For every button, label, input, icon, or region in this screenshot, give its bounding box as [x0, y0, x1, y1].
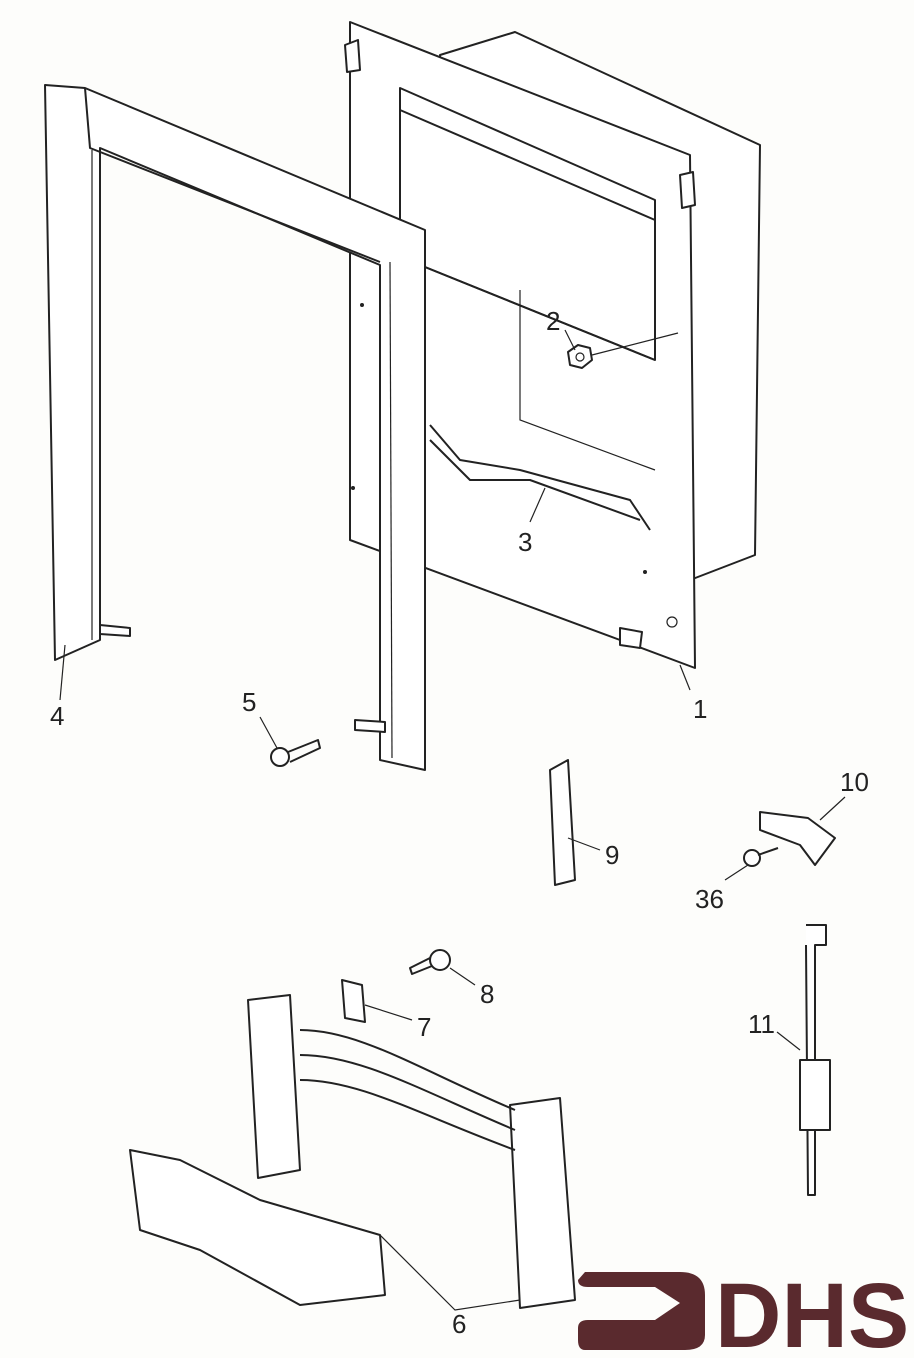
label-part-2: 2	[546, 306, 560, 336]
label-part-3: 3	[518, 527, 532, 557]
label-part-1: 1	[693, 694, 707, 724]
part-1-firebox	[344, 21, 761, 669]
label-part-6: 6	[452, 1309, 466, 1339]
part-4-frame	[44, 84, 426, 771]
label-part-10: 10	[840, 767, 869, 797]
part-2-nut	[567, 332, 679, 369]
label-part-36: 36	[695, 884, 724, 914]
part-6-fret	[129, 994, 576, 1311]
part-9-bracket	[549, 759, 576, 886]
part-7-clip	[341, 979, 366, 1023]
part-10-bracket	[759, 811, 836, 866]
part-11-rod	[799, 924, 831, 1196]
label-part-8: 8	[480, 979, 494, 1009]
label-part-5: 5	[242, 687, 256, 717]
part-8-screw	[409, 949, 451, 975]
dhs-logo: DHS	[578, 1265, 909, 1358]
part-5-screw	[270, 739, 321, 767]
label-part-9: 9	[605, 840, 619, 870]
label-part-11: 11	[748, 1009, 775, 1039]
leader-lines	[59, 329, 846, 1051]
label-part-7: 7	[417, 1012, 431, 1042]
label-part-4: 4	[50, 701, 64, 731]
part-36-screw	[743, 847, 779, 867]
logo-text: DHS	[715, 1265, 909, 1358]
